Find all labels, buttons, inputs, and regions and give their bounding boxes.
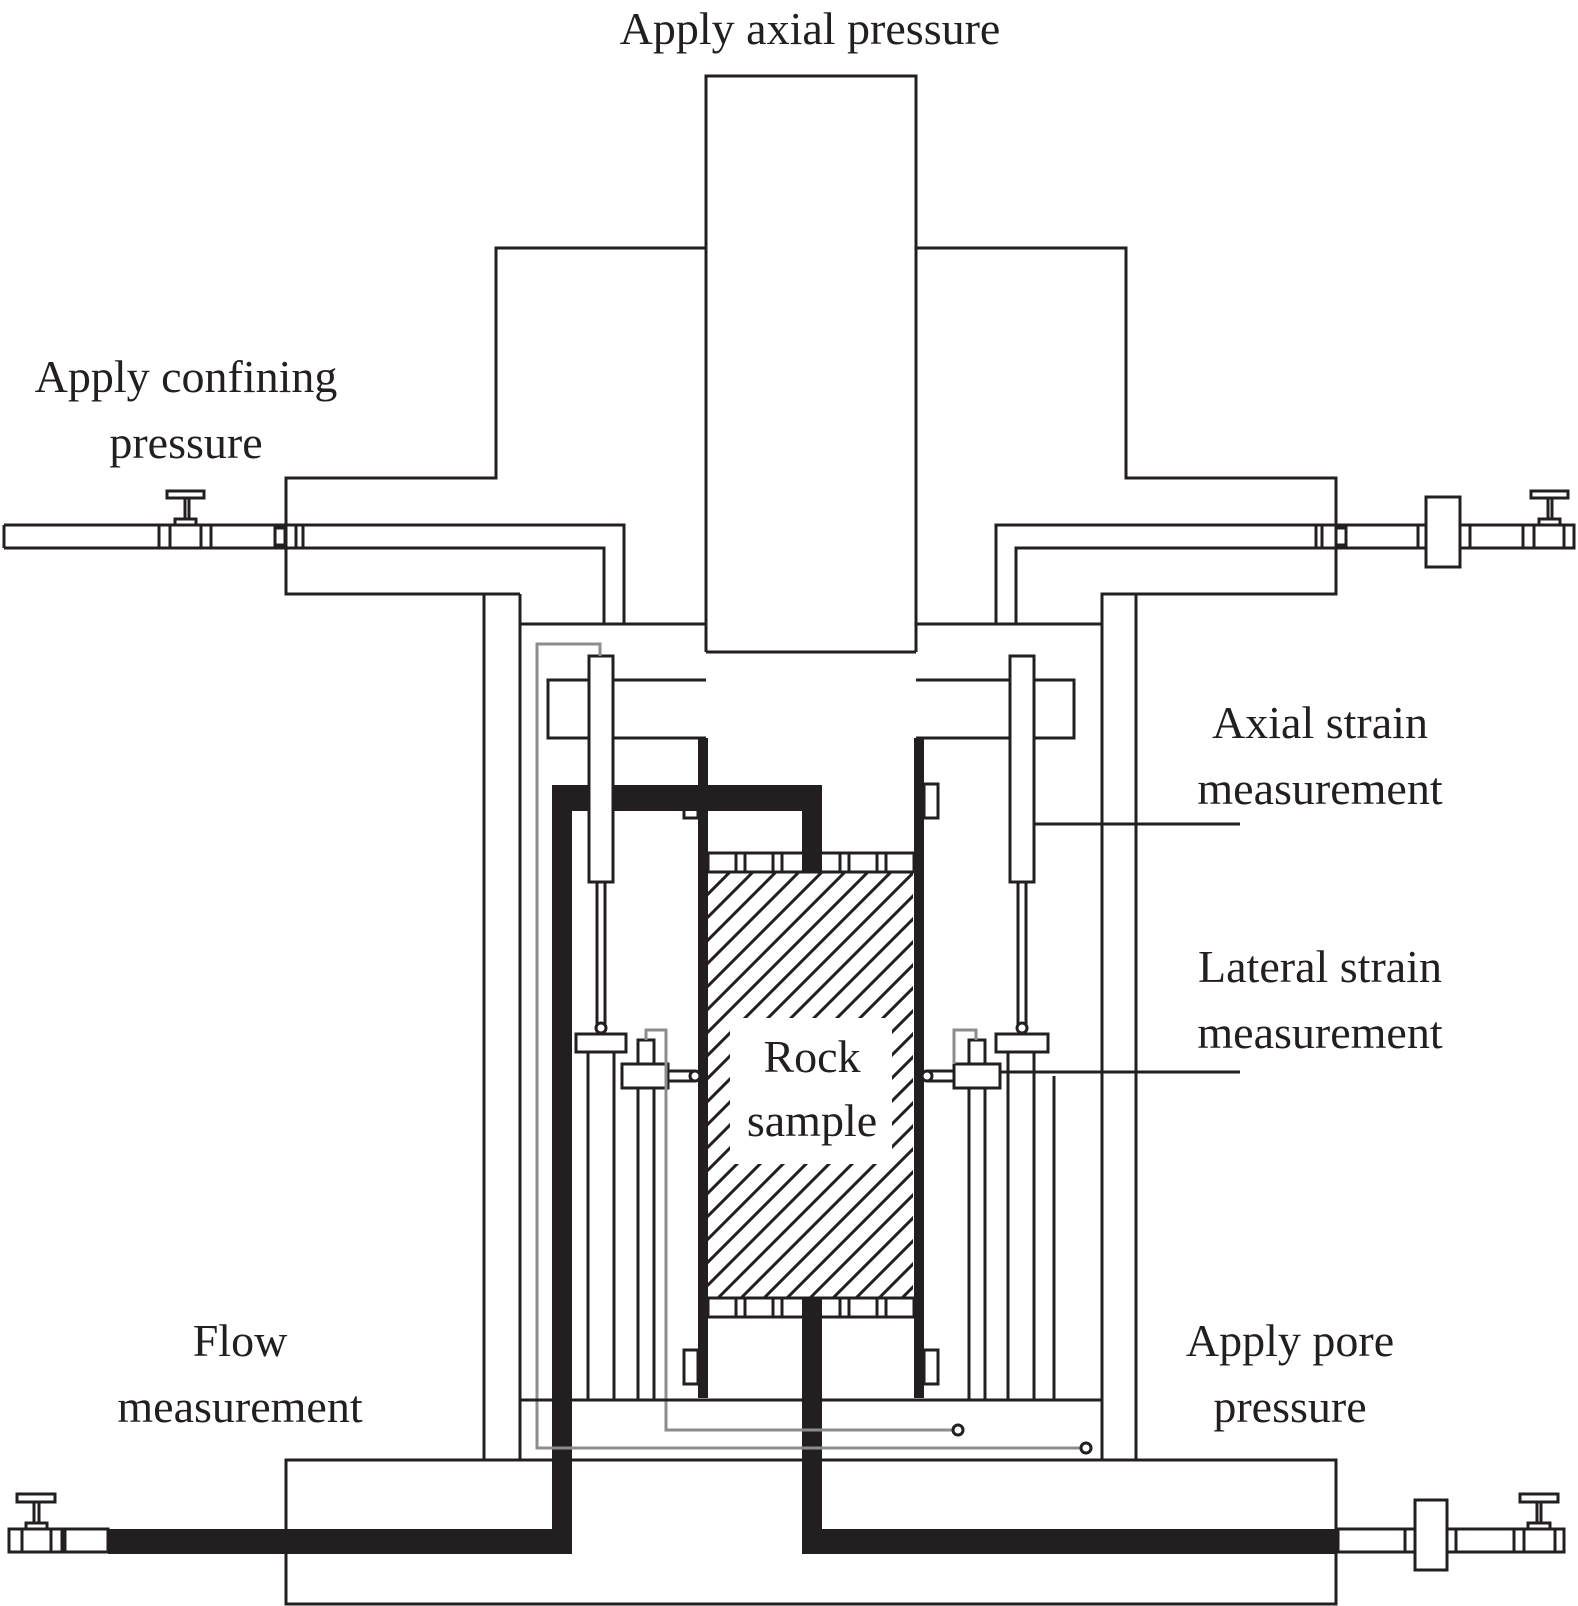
hatch-line: [707, 872, 801, 967]
clamp: [922, 1348, 940, 1386]
axial-lvdt-left: [574, 654, 628, 1400]
wire-terminal: [951, 1423, 965, 1437]
confining-channel-right: [994, 523, 1576, 624]
clamp: [682, 1348, 700, 1386]
flow-valve[interactable]: [7, 1492, 110, 1554]
label-flow-2: measurement: [117, 1381, 362, 1432]
hatch-line: [716, 1100, 913, 1298]
label-confining-pressure-2: pressure: [109, 417, 262, 468]
hatch-line: [707, 872, 755, 921]
hatch-line: [785, 1169, 913, 1298]
sample-label-bg: [730, 1018, 892, 1164]
loading-platen: [546, 678, 1076, 740]
hatch-line: [739, 1123, 913, 1298]
label-confining-pressure-1: Apply confining: [35, 351, 338, 402]
label-pore-pressure-2: pressure: [1213, 1381, 1366, 1432]
hatch-line: [707, 872, 824, 990]
confining-channel-left: [2, 523, 626, 624]
hatch-line: [877, 1261, 913, 1298]
label-axial-strain-1: Axial strain: [1212, 697, 1428, 748]
label-lateral-strain-2: measurement: [1197, 1007, 1442, 1058]
hatch-line: [808, 1192, 913, 1298]
hatch-line: [707, 872, 870, 1036]
confining-valve-left[interactable]: [157, 489, 305, 550]
wire-terminal: [1079, 1441, 1093, 1455]
signal-wires: [535, 642, 1086, 1450]
label-pore-pressure-1: Apply pore: [1186, 1315, 1394, 1366]
hatch-line: [707, 1077, 913, 1289]
axial-piston: [704, 74, 918, 654]
lateral-sensor-left: [620, 1038, 702, 1400]
hatch-line: [707, 872, 847, 1013]
hatch-line: [831, 1215, 913, 1298]
hatch-line: [707, 893, 913, 1105]
axial-lvdt-right: [994, 654, 1050, 1400]
pore-valve[interactable]: [1336, 1492, 1566, 1572]
clamp: [922, 782, 940, 820]
hatch-line: [707, 872, 913, 1082]
membrane-right: [914, 738, 924, 1398]
hatch-line: [762, 1146, 913, 1298]
flow-pipe-outlet: [108, 1529, 572, 1554]
lateral-sensor-right: [920, 1038, 1002, 1400]
label-rock-sample-2: sample: [747, 1095, 877, 1146]
cell-head: [284, 246, 1338, 1460]
hatch-line: [707, 872, 893, 1059]
cell-base: [284, 1398, 1338, 1606]
label-axial-pressure: Apply axial pressure: [620, 3, 1001, 54]
membrane-left: [698, 738, 708, 1398]
label-lateral-strain-1: Lateral strain: [1198, 941, 1442, 992]
confining-valve-right[interactable]: [1314, 489, 1576, 569]
label-rock-sample-1: Rock: [763, 1031, 860, 1082]
label-axial-strain-2: measurement: [1197, 763, 1442, 814]
label-flow-1: Flow: [193, 1315, 288, 1366]
